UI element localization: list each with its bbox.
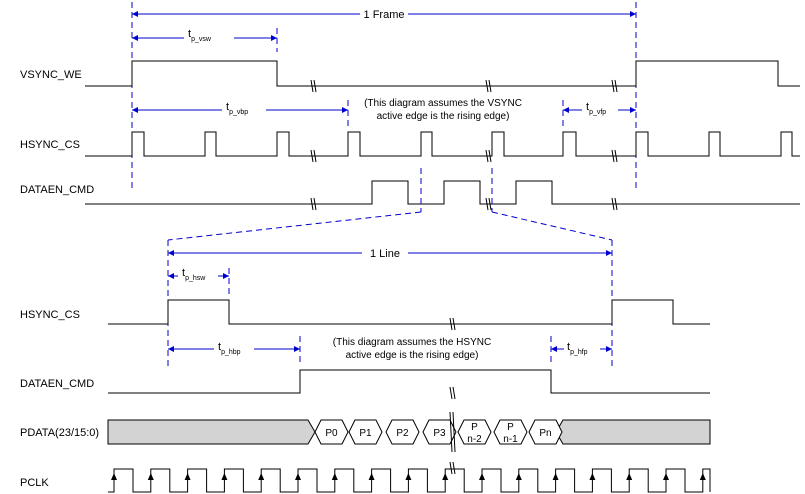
pdata-cell (348, 419, 383, 445)
pclk-rising-edge-arrow (111, 473, 117, 480)
frame-span-arrow: 1 Frame (132, 9, 636, 21)
t-vbp-label: tp_vbp (226, 101, 248, 116)
pdata-cell (385, 419, 420, 445)
pclk-rising-edge-arrow (589, 473, 596, 480)
pclk-label: PCLK (20, 477, 49, 489)
pdata-cell (314, 419, 349, 445)
pclk-rising-edge-arrow (442, 473, 449, 480)
pclk-rising-edge-arrow (147, 473, 154, 480)
t-hbp-arrow: tp_hbp (168, 340, 300, 356)
pclk-rising-edge-arrow (331, 473, 338, 480)
zoom-guides (167, 168, 613, 241)
vsync-we-label: VSYNC_WE (20, 69, 82, 81)
line-span-label: 1 Line (370, 248, 400, 260)
t-vsw-label: tp_vsw (188, 28, 212, 43)
pdata-cell-label: P1 (359, 428, 372, 439)
t-hfp-arrow: tp_hfp (551, 340, 612, 356)
line-span-arrow: 1 Line (168, 248, 612, 260)
pclk-rising-edge-arrow (552, 473, 559, 480)
pclk-rising-edge-arrow (626, 473, 633, 480)
pdata-cell-label: P2 (396, 428, 409, 439)
t-hsw-label: tp_hsw (182, 267, 206, 282)
frame-span-label: 1 Frame (364, 9, 405, 21)
dataen-cmd-frame-waveform (85, 180, 800, 205)
t-vbp-arrow: tp_vbp (132, 100, 348, 116)
t-vsw-arrow: tp_vsw (132, 28, 277, 44)
dataen-cmd-line-label: DATAEN_CMD (20, 378, 94, 390)
pclk-rising-edge-arrow (221, 473, 228, 480)
pdata-cell-label: P0 (325, 428, 338, 439)
frame-break-marks (310, 79, 618, 211)
dataen-cmd-line-waveform (108, 369, 710, 394)
hsync-note-line2: active edge is the rising edge) (346, 350, 479, 361)
pdata-cell-label: P3 (433, 428, 446, 439)
vsync-note-line2: active edge is the rising edge) (377, 111, 510, 122)
frame-guides (131, 2, 637, 190)
line-break-marks (449, 317, 456, 475)
hsync-cs-frame-label: HSYNC_CS (20, 139, 80, 151)
t-hsw-arrow: tp_hsw (168, 266, 229, 282)
pdata-bus (107, 419, 711, 445)
t-hbp-label: tp_hbp (218, 341, 241, 356)
t-vfp-arrow: tp_vfp (563, 100, 636, 116)
vsync-note-line1: (This diagram assumes the VSYNC (364, 98, 522, 109)
pclk-rising-edge-arrow (479, 473, 485, 480)
pclk-rising-edge-arrow (368, 473, 375, 480)
hsync-cs-line-label: HSYNC_CS (20, 309, 80, 321)
pdata-cell (528, 419, 563, 445)
pdata-cell (493, 419, 528, 445)
pclk-rising-edge-arrow (699, 473, 706, 480)
vsync-we-waveform (85, 60, 800, 87)
pclk-rising-edge-arrow (663, 473, 669, 480)
t-vfp-label: tp_vfp (586, 101, 606, 116)
hsync-cs-frame-waveform (85, 131, 800, 157)
pdata-cell-label: Pn (539, 428, 551, 439)
pclk-rising-edge-arrow (258, 473, 265, 480)
pclk-rising-edge-arrow (515, 473, 522, 480)
pdata-cell (457, 419, 492, 445)
hsync-note-line1: (This diagram assumes the HSYNC (333, 337, 491, 348)
dataen-cmd-frame-label: DATAEN_CMD (20, 184, 94, 196)
t-hfp-label: tp_hfp (567, 341, 588, 356)
hsync-cs-line-waveform (108, 299, 710, 325)
pclk-waveform (108, 468, 711, 493)
pclk-line (108, 468, 711, 493)
pclk-rising-edge-arrow (184, 473, 191, 480)
pdata-label: PDATA(23/15:0) (20, 427, 99, 439)
pclk-rising-edge-arrow (295, 473, 301, 480)
pclk-rising-edge-arrow (405, 473, 412, 480)
pdata-cell (422, 419, 457, 445)
